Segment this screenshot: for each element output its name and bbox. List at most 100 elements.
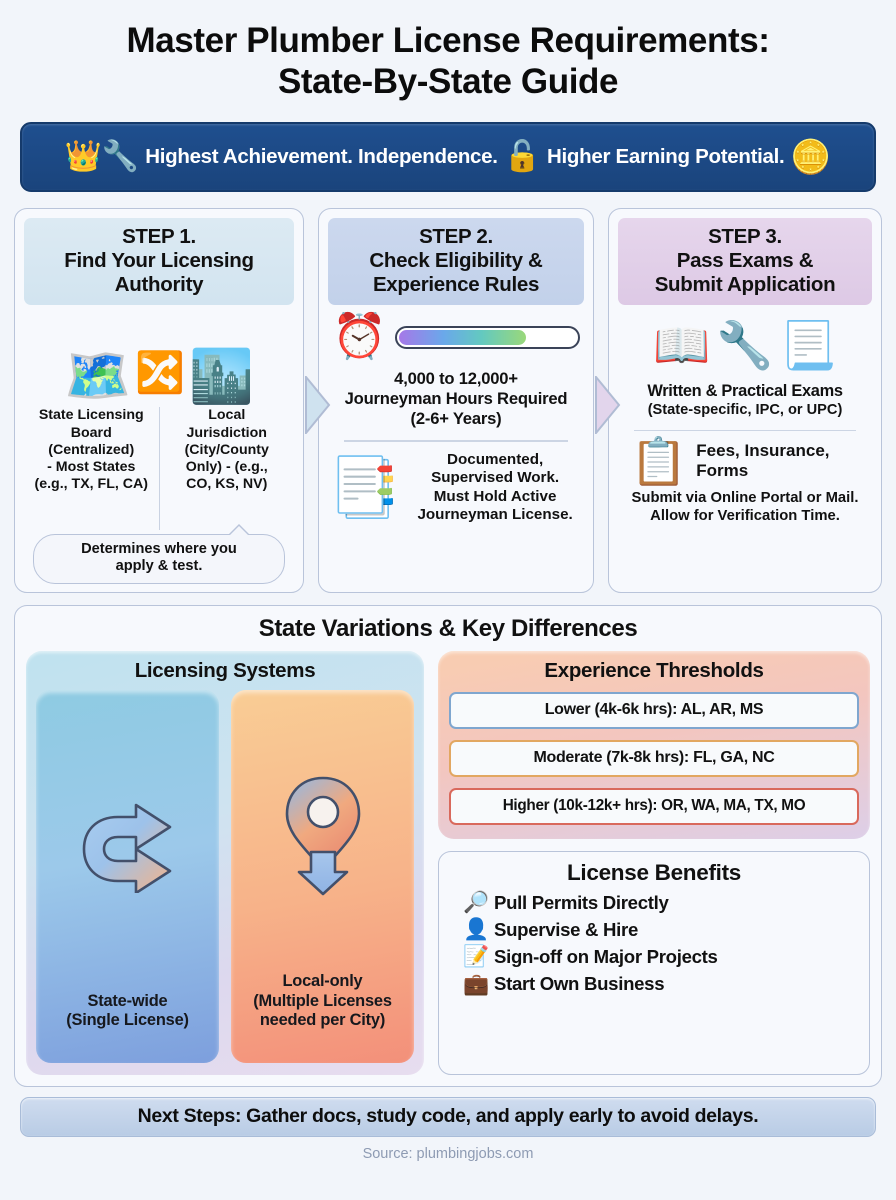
unlock-icon: 🔓 — [503, 139, 542, 173]
fork-arrows-icon: 🔀 — [135, 351, 186, 396]
step-card-1: STEP 1. Find Your Licensing Authority 🗺️… — [14, 207, 304, 593]
submit-l2: Allow for Verification Time. — [650, 507, 840, 524]
permit-search-icon: 🔎 — [463, 890, 490, 914]
step-1-columns: State Licensing Board (Centralized) - Mo… — [24, 407, 295, 530]
list-item: 💼 Start Own Business — [463, 972, 857, 998]
step-1-heading-line2: Find Your Licensing — [64, 249, 254, 273]
state-board-l4: - Most States — [47, 458, 136, 475]
page-title-line2: State-By-State Guide — [277, 61, 619, 101]
step-3-heading-line3: Submit Application — [654, 273, 836, 297]
code-book-icon: 📖 — [653, 319, 711, 372]
state-board-label: State Licensing Board (Centralized) - Mo… — [24, 407, 160, 530]
bubble-line1: Determines where you — [81, 540, 237, 557]
briefcase-icon: 💼 — [463, 972, 490, 996]
threshold-row-lower: Lower (4k-6k hrs): AL, AR, MS — [449, 691, 859, 729]
step-2-heading-line3: Experience Rules — [372, 273, 540, 297]
state-board-l3: (Centralized) — [48, 441, 135, 458]
benefits-list: 🔎 Pull Permits Directly 👤 Supervise & Hi… — [451, 890, 857, 998]
page-title-line1: Master Plumber License Requirements: — [126, 21, 770, 60]
step-1-icons: 🗺️ 🔀 🏙️ — [24, 311, 294, 403]
state-variations-section: State Variations & Key Differences Licen… — [14, 604, 882, 1087]
benefit-label: Sign-off on Major Projects — [494, 946, 718, 968]
step-3-divider — [634, 429, 856, 432]
supervisor-icon: 👤 — [463, 918, 490, 942]
hours-l2: Journeyman Hours Required — [344, 389, 568, 409]
signoff-icon: 📝 — [463, 945, 490, 969]
step-2-divider — [344, 440, 568, 442]
docwork-l3: Must Hold Active — [433, 487, 557, 505]
docwork-l4: Journeyman License. — [417, 506, 573, 524]
progress-fill — [398, 330, 527, 345]
step-card-3: STEP 3. Pass Exams & Submit Application … — [608, 207, 882, 593]
list-item: 👤 Supervise & Hire — [463, 917, 857, 943]
fees-text: Fees, Insurance, Forms — [696, 441, 829, 482]
banner-text-part2: Higher Earning Potential. — [547, 144, 785, 168]
experience-thresholds-title: Experience Thresholds — [544, 658, 764, 682]
journeyman-hours-text: 4,000 to 12,000+ Journeyman Hours Requir… — [328, 369, 584, 429]
local-jur-l4: Only) - (e.g., — [185, 458, 268, 475]
local-jur-l5: CO, KS, NV) — [186, 476, 268, 493]
state-board-l2: Board — [70, 424, 112, 441]
statewide-license-card[interactable]: State-wide (Single License) — [36, 689, 219, 1063]
curved-arrow-icon — [74, 698, 182, 992]
licensing-cards: State-wide (Single License) — [36, 689, 414, 1063]
variations-title: State Variations & Key Differences — [258, 614, 638, 642]
source-attribution: Source: plumbingjobs.com — [362, 1145, 534, 1162]
steps-row: STEP 1. Find Your Licensing Authority 🗺️… — [14, 207, 882, 593]
threshold-row-higher: Higher (10k-12k+ hrs): OR, WA, MA, TX, M… — [449, 787, 859, 825]
localonly-l2: (Multiple Licenses — [253, 991, 392, 1010]
documented-work-text: Documented, Supervised Work. Must Hold A… — [406, 451, 584, 525]
step-2-heading-line2: Check Eligibility & — [369, 249, 543, 273]
city-icon: 🏙️ — [189, 348, 254, 407]
license-benefits-title: License Benefits — [566, 859, 741, 885]
value-banner: 👑🔧 Highest Achievement. Independence. 🔓 … — [20, 121, 876, 192]
statewide-l1: State-wide — [87, 991, 168, 1010]
hours-l3: (2-6+ Years) — [410, 409, 502, 429]
step-1-heading-line1: STEP 1. — [122, 224, 196, 248]
local-jur-l2: Jurisdiction — [186, 424, 267, 441]
banner-text-part1: Highest Achievement. Independence. — [145, 144, 498, 168]
fees-l2: Forms — [696, 461, 749, 481]
statewide-l2: (Single License) — [66, 1011, 189, 1030]
coins-icon: 🪙 — [790, 138, 832, 176]
step-3-icons: 📖 🔧 📃 — [618, 312, 872, 378]
step-card-2: STEP 2. Check Eligibility & Experience R… — [318, 207, 594, 593]
step-2-heading-line1: STEP 2. — [419, 224, 493, 248]
submit-instructions: Submit via Online Portal or Mail. Allow … — [618, 490, 872, 526]
experience-progress-bar — [394, 325, 580, 349]
clipboard-icon: 📋 — [630, 435, 688, 488]
bubble-line2: apply & test. — [115, 558, 203, 575]
statewide-label: State-wide (Single License) — [66, 992, 189, 1055]
list-item: 📝 Sign-off on Major Projects — [463, 944, 857, 970]
docwork-l1: Documented, — [447, 450, 544, 468]
local-jurisdiction-label: Local Jurisdiction (City/County Only) - … — [160, 407, 295, 529]
exams-subtitle: (State-specific, IPC, or UPC) — [647, 401, 843, 418]
step-2-docs-row: 📑 Documented, Supervised Work. Must Hold… — [328, 451, 584, 525]
step-3-heading-line1: STEP 3. — [708, 224, 782, 248]
benefit-label: Pull Permits Directly — [494, 891, 669, 913]
local-only-license-card[interactable]: Local-only (Multiple Licenses needed per… — [231, 689, 414, 1063]
local-only-label: Local-only (Multiple Licenses needed per… — [253, 972, 392, 1055]
map-icon: 🗺️ — [64, 346, 132, 407]
variations-body: Licensing Systems — [26, 650, 870, 1075]
step-connector-1-2 — [305, 375, 331, 434]
step-2-progress-row: ⏰ — [328, 315, 584, 359]
localonly-l3: needed per City) — [259, 1011, 386, 1030]
wrench-hand-icon: 🔧 — [716, 319, 774, 372]
pass-certificate-icon: 📃 — [779, 319, 837, 372]
state-board-l1: State Licensing — [38, 407, 144, 424]
location-pin-arrow-icon — [273, 698, 373, 972]
license-benefits-panel: License Benefits 🔎 Pull Permits Directly… — [438, 850, 870, 1075]
local-jur-l1: Local — [208, 407, 246, 424]
state-board-l5: (e.g., TX, FL, CA) — [34, 476, 149, 493]
documents-check-icon: 📑 — [328, 454, 401, 520]
fees-l1: Fees, Insurance, — [696, 440, 830, 460]
step-connector-2-3 — [595, 375, 621, 434]
step-1-heading: STEP 1. Find Your Licensing Authority — [24, 217, 294, 306]
threshold-row-moderate: Moderate (7k-8k hrs): FL, GA, NC — [449, 739, 859, 777]
step-1-callout-bubble: Determines where you apply & test. — [33, 523, 285, 584]
step-2-heading: STEP 2. Check Eligibility & Experience R… — [328, 217, 584, 306]
local-jur-l3: (City/County — [184, 441, 269, 458]
step-1-heading-line3: Authority — [114, 273, 204, 297]
